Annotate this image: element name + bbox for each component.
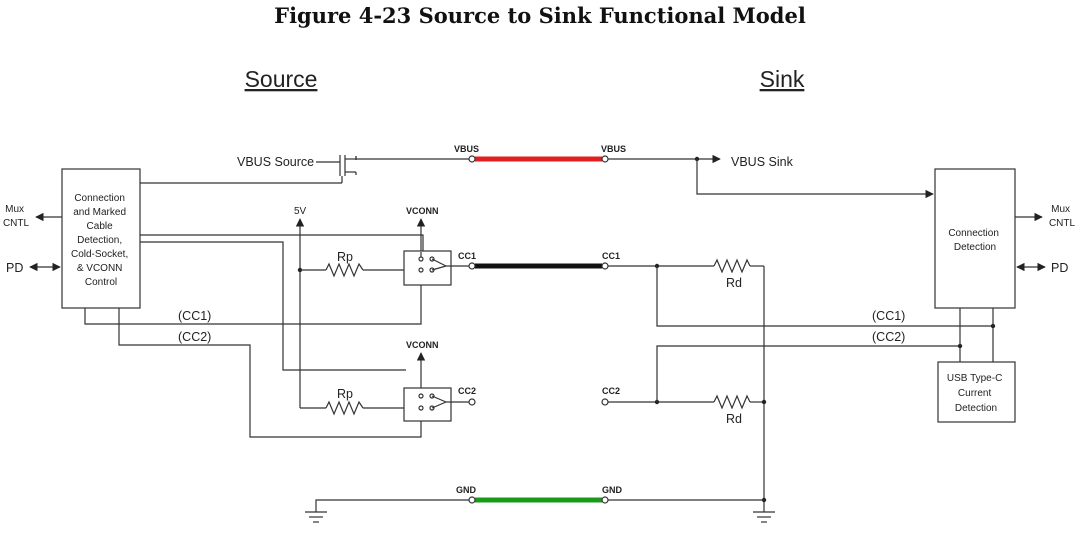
cc2-sink-sense-wire (656, 345, 961, 402)
current-detection-block: USB Type-C Current Detection (937, 361, 1016, 423)
cc2-right-pin-label: CC2 (602, 386, 620, 396)
source-ground-symbol (305, 511, 327, 523)
cc2-left-terminal (468, 398, 476, 406)
rp-top-label: Rp (337, 250, 353, 264)
source-control-block: Connection and Marked Cable Detection, C… (61, 168, 141, 309)
source-control-wire-1 (140, 234, 424, 251)
vbus-left-pin-label: VBUS (454, 144, 479, 154)
sink-detection-block: Connection Detection (934, 168, 1016, 309)
cc2-left-pin-label: CC2 (458, 386, 476, 396)
cc2-right-terminal (601, 398, 609, 406)
gnd-right-terminal (601, 496, 609, 504)
rp-bottom-label: Rp (337, 387, 353, 401)
cc1-right-pin-label: CC1 (602, 251, 620, 261)
mux-cntl-left-label: Mux CNTL (3, 204, 30, 229)
gnd-left-pin-label: GND (456, 485, 477, 495)
rd-top-label: Rd (726, 276, 742, 290)
pd-right-label: PD (1051, 261, 1068, 275)
cc2-left-bus-label: (CC2) (178, 330, 211, 344)
cc1-right-bus-label: (CC1) (872, 309, 905, 323)
cc1-left-pin-label: CC1 (458, 251, 476, 261)
five-v-label: 5V (294, 206, 307, 217)
cc1-sense-wire (84, 285, 422, 325)
cc2-sense-wire (118, 308, 422, 438)
vbus-sink-label: VBUS Sink (731, 155, 794, 169)
sink-heading: Sink (760, 66, 805, 92)
source-heading: Source (245, 66, 318, 92)
cc1-left-terminal (468, 262, 476, 270)
sink-ground-symbol (753, 511, 775, 523)
cc1-sink-sense-wire (656, 266, 994, 362)
cc1-right-terminal (601, 262, 609, 270)
cc2-vconn-switch (403, 387, 452, 422)
figure-title: Figure 4-23 Source to Sink Functional Mo… (274, 3, 806, 28)
vbus-right-pin-label: VBUS (601, 144, 626, 154)
pd-left-label: PD (6, 261, 23, 275)
rd-bottom-resistor (713, 394, 764, 410)
current-block-text: USB Type-C Current Detection (947, 373, 1005, 414)
mux-cntl-right-label: Mux CNTL (1049, 204, 1076, 229)
vconn-bottom-label: VCONN (406, 340, 439, 350)
cc2-right-bus-label: (CC2) (872, 330, 905, 344)
cc1-vconn-switch (403, 250, 452, 286)
rd-top-resistor (713, 258, 764, 274)
source-block-text: Connection and Marked Cable Detection, C… (71, 193, 131, 288)
vbus-source-label: VBUS Source (237, 155, 314, 169)
vbus-to-detection-wire (696, 159, 934, 199)
rp-top-resistor (300, 262, 420, 278)
sink-block-text: Connection Detection (948, 228, 1001, 253)
source-control-wire-2 (140, 241, 406, 371)
rp-bottom-resistor (300, 400, 420, 416)
vconn-top-label: VCONN (406, 206, 439, 216)
gnd-left-terminal (468, 496, 476, 504)
gnd-right-pin-label: GND (602, 485, 623, 495)
cc1-left-bus-label: (CC1) (178, 309, 211, 323)
vbus-right-terminal (601, 155, 609, 163)
rd-bottom-label: Rd (726, 412, 742, 426)
source-ground-wire (315, 499, 469, 512)
vbus-left-terminal (468, 155, 476, 163)
vbus-fet-switch (316, 155, 357, 176)
